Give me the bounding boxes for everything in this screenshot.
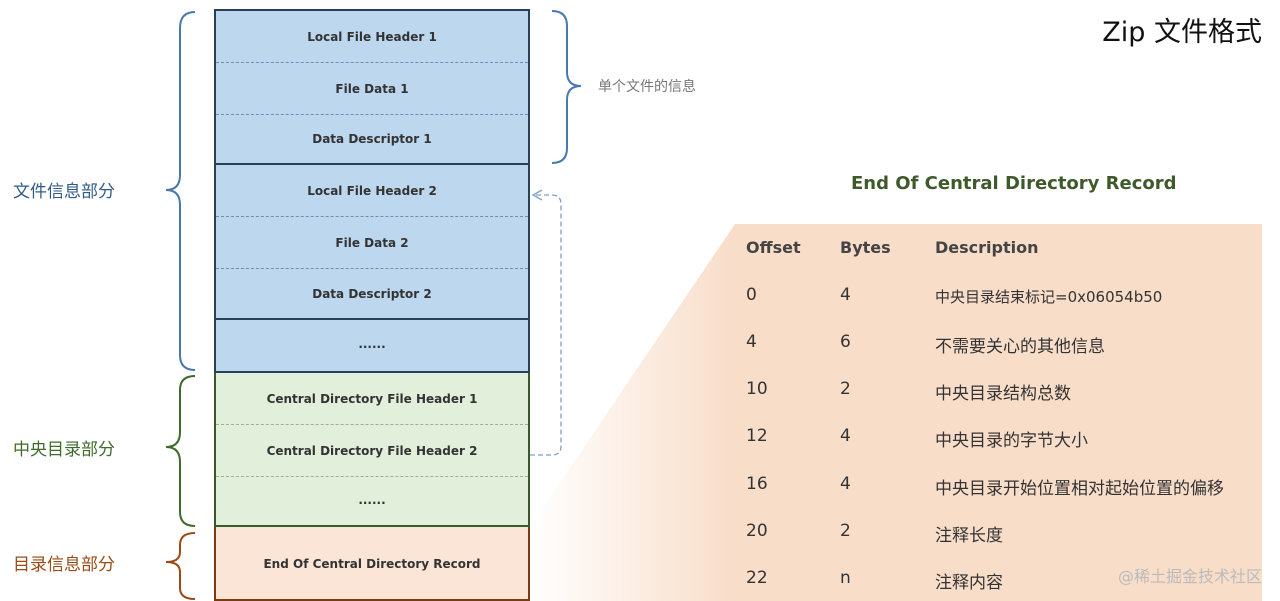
file-info-label: 文件信息部分 (13, 182, 115, 202)
row-4-desc: 中央目录开始位置相对起始位置的偏移 (935, 479, 1224, 499)
row-4-bytes: 4 (840, 474, 851, 494)
row-6-desc: 注释内容 (935, 573, 1003, 593)
row-5-desc: 注释长度 (935, 526, 1003, 546)
central-directory-group: Central Directory File Header 1 Central … (214, 373, 530, 527)
row-5-offset: 20 (746, 521, 768, 541)
file-data-2: File Data 2 (335, 235, 409, 250)
local-file-header-2: Local File Header 2 (307, 183, 437, 198)
row-1-bytes: 6 (840, 332, 851, 352)
central-dir-ellipsis: ...... (358, 493, 386, 507)
row-3-desc: 中央目录的字节大小 (935, 431, 1088, 451)
row-3-offset: 12 (746, 426, 768, 446)
file-1-group: Local File Header 1 File Data 1 Data Des… (214, 9, 530, 165)
row-6-offset: 22 (746, 568, 768, 588)
row-1-offset: 4 (746, 332, 757, 352)
row-4-offset: 16 (746, 474, 768, 494)
cd-pointer-arrow (530, 194, 562, 456)
single-file-label: 单个文件的信息 (598, 79, 696, 95)
central-dir-label: 中央目录部分 (13, 440, 115, 460)
dir-info-brace (165, 532, 196, 600)
local-file-header-1: Local File Header 1 (307, 29, 437, 44)
dir-info-label: 目录信息部分 (13, 555, 115, 575)
row-2-offset: 10 (746, 379, 768, 399)
watermark: @稀土掘金技术社区 (1117, 567, 1262, 586)
file-2-group: Local File Header 2 File Data 2 Data Des… (214, 165, 530, 320)
data-descriptor-2: Data Descriptor 2 (312, 286, 432, 301)
eocd-table-title: End Of Central Directory Record (851, 173, 1177, 194)
file-data-1: File Data 1 (335, 81, 409, 96)
row-3-bytes: 4 (840, 426, 851, 446)
eocd-label: End Of Central Directory Record (263, 557, 481, 571)
more-files-ellipsis: ...... (358, 337, 386, 351)
central-dir-brace (165, 375, 196, 527)
row-0-offset: 0 (746, 285, 757, 305)
eocd-block: End Of Central Directory Record (214, 527, 530, 601)
central-dir-header-1: Central Directory File Header 1 (266, 391, 478, 406)
data-descriptor-1: Data Descriptor 1 (312, 132, 432, 146)
header-offset: Offset (746, 238, 801, 257)
row-6-bytes: n (840, 568, 851, 588)
single-file-brace (551, 10, 582, 164)
row-0-bytes: 4 (840, 285, 851, 305)
central-dir-header-2: Central Directory File Header 2 (266, 443, 478, 458)
header-bytes: Bytes (840, 238, 891, 257)
row-5-bytes: 2 (840, 521, 851, 541)
eocd-table (735, 224, 1262, 601)
row-0-desc: 中央目录结束标记=0x06054b50 (935, 288, 1163, 306)
row-1-desc: 不需要关心的其他信息 (935, 337, 1105, 357)
zoom-wedge (530, 224, 735, 601)
row-2-desc: 中央目录结构总数 (935, 384, 1071, 404)
row-2-bytes: 2 (840, 379, 851, 399)
file-info-brace (165, 11, 196, 371)
more-files-block: ...... (214, 320, 530, 373)
page-title: Zip 文件格式 (1102, 17, 1262, 48)
header-description: Description (935, 238, 1039, 257)
